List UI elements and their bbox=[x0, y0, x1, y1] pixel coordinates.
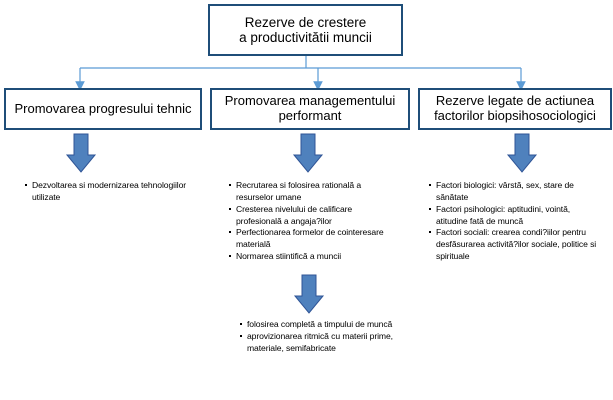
branch-right-title-line-1: Rezerve legate de actiunea bbox=[435, 93, 595, 109]
bullet-list-work-norming: folosirea completă a timpului de muncă a… bbox=[240, 319, 400, 355]
list-item: Perfectionarea formelor de cointeresare … bbox=[229, 227, 389, 251]
root-box: Rezerve de crestere a productivitătii mu… bbox=[208, 4, 403, 56]
block-arrow-mid bbox=[292, 133, 324, 173]
branch-mid-title-line-1: Promovarea managementului bbox=[224, 93, 396, 109]
root-title-line-1: Rezerve de crestere bbox=[244, 14, 367, 30]
block-arrow-sub bbox=[293, 274, 325, 314]
root-title-line-2: a productivitătii muncii bbox=[239, 30, 372, 45]
bullet-list-technical: Dezvoltarea si modernizarea tehnologiilo… bbox=[25, 180, 195, 204]
list-item: Dezvoltarea si modernizarea tehnologiilo… bbox=[25, 180, 195, 204]
block-arrow-left bbox=[65, 133, 97, 173]
list-item: Cresterea nivelului de calificare profes… bbox=[229, 204, 389, 228]
list-item: Factori biologici: vârstă, sex, stare de… bbox=[429, 180, 599, 204]
list-item: folosirea completă a timpului de muncă bbox=[240, 319, 400, 331]
bullet-list-biopsychosocial: Factori biologici: vârstă, sex, stare de… bbox=[429, 180, 599, 263]
list-item: Normarea stiintifică a muncii bbox=[229, 251, 389, 263]
list-item: Recrutarea si folosirea ratională a resu… bbox=[229, 180, 389, 204]
block-arrow-right bbox=[506, 133, 538, 173]
branch-box-technical-progress: Promovarea progresului tehnic bbox=[4, 88, 202, 130]
branch-box-biopsychosocial: Rezerve legate de actiunea factorilor bi… bbox=[418, 88, 612, 130]
branch-box-management: Promovarea managementului performant bbox=[210, 88, 410, 130]
list-item: Factori psihologici: aptitudini, vointă,… bbox=[429, 204, 599, 228]
branch-left-title: Promovarea progresului tehnic bbox=[14, 100, 192, 116]
branch-mid-title-line-2: performant bbox=[278, 108, 342, 123]
bullet-list-management: Recrutarea si folosirea ratională a resu… bbox=[229, 180, 389, 263]
list-item: Factori sociali: crearea condi?iilor pen… bbox=[429, 227, 599, 263]
branch-right-title-line-2: factorilor biopsihosociologici bbox=[434, 108, 596, 123]
list-item: aprovizionarea ritmică cu materii prime,… bbox=[240, 331, 400, 355]
